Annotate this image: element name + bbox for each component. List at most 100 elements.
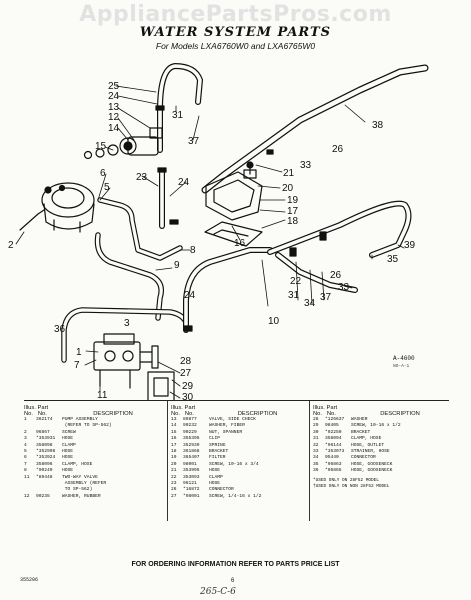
callout: 37	[320, 292, 332, 303]
callout: 18	[287, 216, 299, 227]
part-number: 98001	[183, 461, 197, 467]
illus-number: 19	[171, 455, 177, 461]
part-number: 365407	[183, 455, 200, 461]
part-description: HOSE, GOOSENECK	[351, 468, 393, 474]
callout: 20	[282, 183, 294, 194]
callout: 19	[287, 195, 299, 206]
part-number: 352939	[183, 442, 200, 448]
part-number: *96144	[325, 442, 342, 448]
illus-number: 18	[171, 449, 177, 455]
part-description: HOSE	[62, 455, 74, 461]
part-number: 355395	[183, 436, 200, 442]
illus-number: 26	[171, 487, 177, 493]
callout: 30	[182, 392, 194, 400]
part-number: *96863	[325, 461, 342, 467]
callout: 26	[332, 144, 344, 155]
part-number: *92250	[325, 429, 342, 435]
callout: 6	[100, 168, 106, 179]
table-row: 16 355395 CLIP	[171, 436, 306, 442]
two-way-valve	[93, 333, 159, 389]
illus-number: 23	[171, 481, 177, 487]
illus-number: 15	[171, 429, 177, 435]
pump-assembly	[19, 182, 95, 233]
part-number: 358096	[36, 461, 53, 467]
header-description: DESCRIPTION	[237, 410, 278, 417]
callout: 38	[372, 120, 384, 131]
diagram-reference-small: NO-A-1	[393, 364, 410, 369]
callout: 35	[387, 254, 399, 265]
part-number: *353931	[36, 436, 56, 442]
callout: 36	[54, 324, 66, 335]
part-description: NUT, SPANNER	[209, 429, 243, 435]
part-description: CLAMP, HOSE	[351, 436, 382, 442]
side-check-valve	[83, 127, 163, 160]
part-number: 361868	[183, 449, 200, 455]
callout: 25	[108, 81, 120, 92]
part-description: SCREW	[62, 429, 76, 435]
callout: 3	[124, 318, 130, 329]
header-illus-part: Illus. Part No. No.	[313, 404, 338, 417]
callout: 24	[108, 91, 120, 102]
illus-number: 14	[171, 423, 177, 429]
part-number: *16872	[183, 487, 200, 493]
illus-number: 28	[313, 417, 319, 422]
illus-number: 31	[313, 436, 319, 442]
callout: 31	[172, 110, 184, 121]
part-description: SCREW, 1/4-16 x 1/2	[209, 493, 262, 499]
callout: 33	[338, 282, 350, 293]
part-description: CONNECTOR	[351, 455, 376, 461]
callout: 5	[104, 182, 110, 193]
illus-number: 27	[171, 493, 177, 499]
part-number: *126637	[325, 417, 345, 422]
callout: 31	[288, 290, 300, 301]
bracket-30	[147, 371, 175, 400]
part-description: FILTER	[209, 455, 226, 461]
part-description: HOSE	[62, 468, 74, 474]
part-description: SCREW, 10-16 x 3/4	[209, 461, 259, 467]
part-number: *353924	[36, 455, 56, 461]
page-number: 6	[231, 578, 235, 584]
callout: 16	[234, 238, 246, 249]
header-description: DESCRIPTION	[380, 410, 420, 417]
part-description: SPRING	[209, 442, 226, 448]
callout: 33	[300, 160, 312, 171]
part-description: BRACKET	[351, 429, 371, 435]
part-description: VALVE, SIDE CHECK	[209, 417, 256, 422]
illus-number: 16	[171, 436, 177, 442]
callout: 8	[190, 245, 196, 256]
document-code: 355206	[20, 577, 39, 583]
part-number: *353073	[325, 449, 345, 455]
callout: 10	[268, 316, 280, 327]
illus-number: 8	[24, 468, 27, 474]
table-row: 19 365407 FILTER	[171, 455, 306, 461]
part-description: PUMP ASSEMBLY (REFER TO SP-562)	[62, 417, 112, 429]
callout: 15	[95, 141, 107, 152]
page-title: WATER SYSTEM PARTS	[139, 25, 332, 40]
filter-housing	[205, 161, 263, 221]
illus-number: 21	[171, 468, 177, 474]
part-description: TWO-WAY VALVE ASSEMBLY (REFER TO SP-562)	[62, 474, 107, 493]
part-number: 353093	[183, 474, 200, 480]
callout: 39	[404, 240, 416, 251]
part-description: CLIP	[209, 436, 221, 442]
part-number: 96121	[183, 481, 197, 487]
clamps	[155, 105, 327, 332]
callout: 12	[108, 112, 120, 123]
part-number: 90232	[183, 423, 197, 429]
callout: 26	[330, 270, 342, 281]
